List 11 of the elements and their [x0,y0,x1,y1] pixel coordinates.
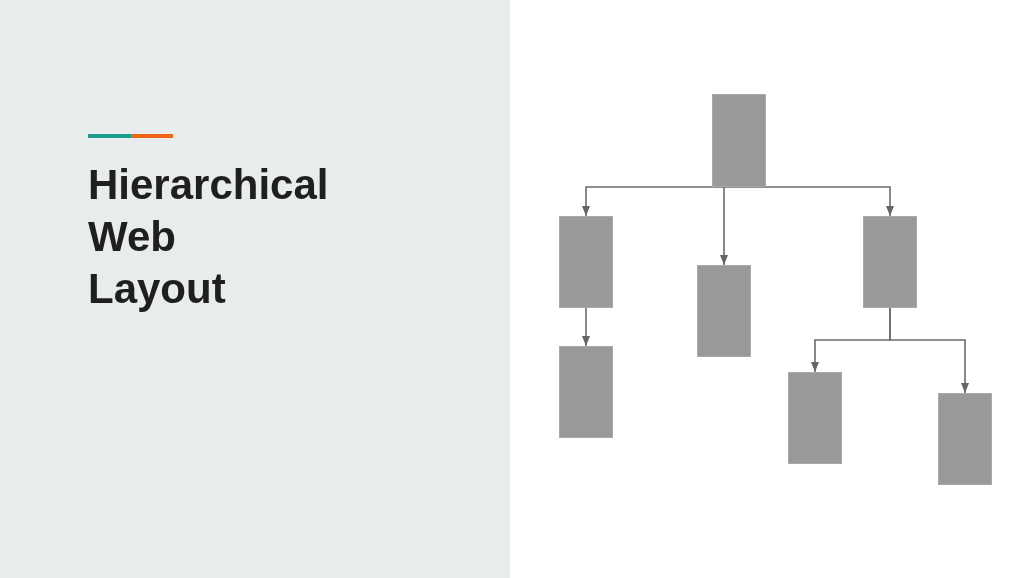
tree-node-box [697,265,751,357]
arrow [582,307,590,347]
tree-node-box [712,94,766,187]
arrow [720,186,728,266]
tree-node-box [559,346,613,438]
tree-node-box [863,216,917,308]
tree-node-box [788,372,842,464]
tree-node-box [559,216,613,308]
slide-title: Hierarchical Web Layout [88,160,330,314]
tree-node-box [938,393,992,485]
arrow [889,307,969,394]
